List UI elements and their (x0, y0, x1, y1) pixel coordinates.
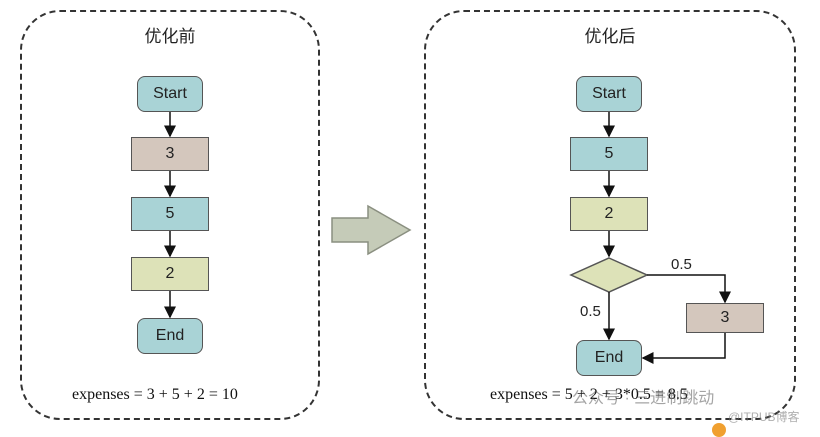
before-panel (20, 10, 320, 420)
left-node-5: 5 (131, 197, 209, 231)
right-node-3: 3 (686, 303, 764, 333)
left-end-node: End (137, 318, 203, 354)
transition-arrow-icon (331, 204, 412, 256)
watermark-sub: @ITPUB博客 (728, 410, 800, 424)
watermark: 公众号 · 三进制跳动 (572, 390, 715, 407)
right-node-5: 5 (570, 137, 648, 171)
left-start-node: Start (137, 76, 203, 112)
after-title: 优化后 (584, 27, 636, 46)
branch-probability-label: 0.5 (671, 256, 692, 273)
right-start-node: Start (576, 76, 642, 112)
branch-to-end-arrow (641, 333, 726, 364)
direct-probability-label: 0.5 (580, 303, 601, 320)
right-node-2: 2 (570, 197, 648, 231)
watermark-logo-icon (712, 423, 726, 437)
before-title: 优化前 (144, 27, 196, 46)
after-formula: expenses = 5 + 2 + 3*0.5 = 8.5 (490, 386, 688, 403)
left-node-2: 2 (131, 257, 209, 291)
before-formula: expenses = 3 + 5 + 2 = 10 (72, 386, 238, 403)
diamond-to-branch-arrow (647, 274, 731, 304)
after-panel (424, 10, 796, 420)
right-end-node: End (576, 340, 642, 376)
decision-diamond (569, 257, 649, 293)
left-node-3: 3 (131, 137, 209, 171)
